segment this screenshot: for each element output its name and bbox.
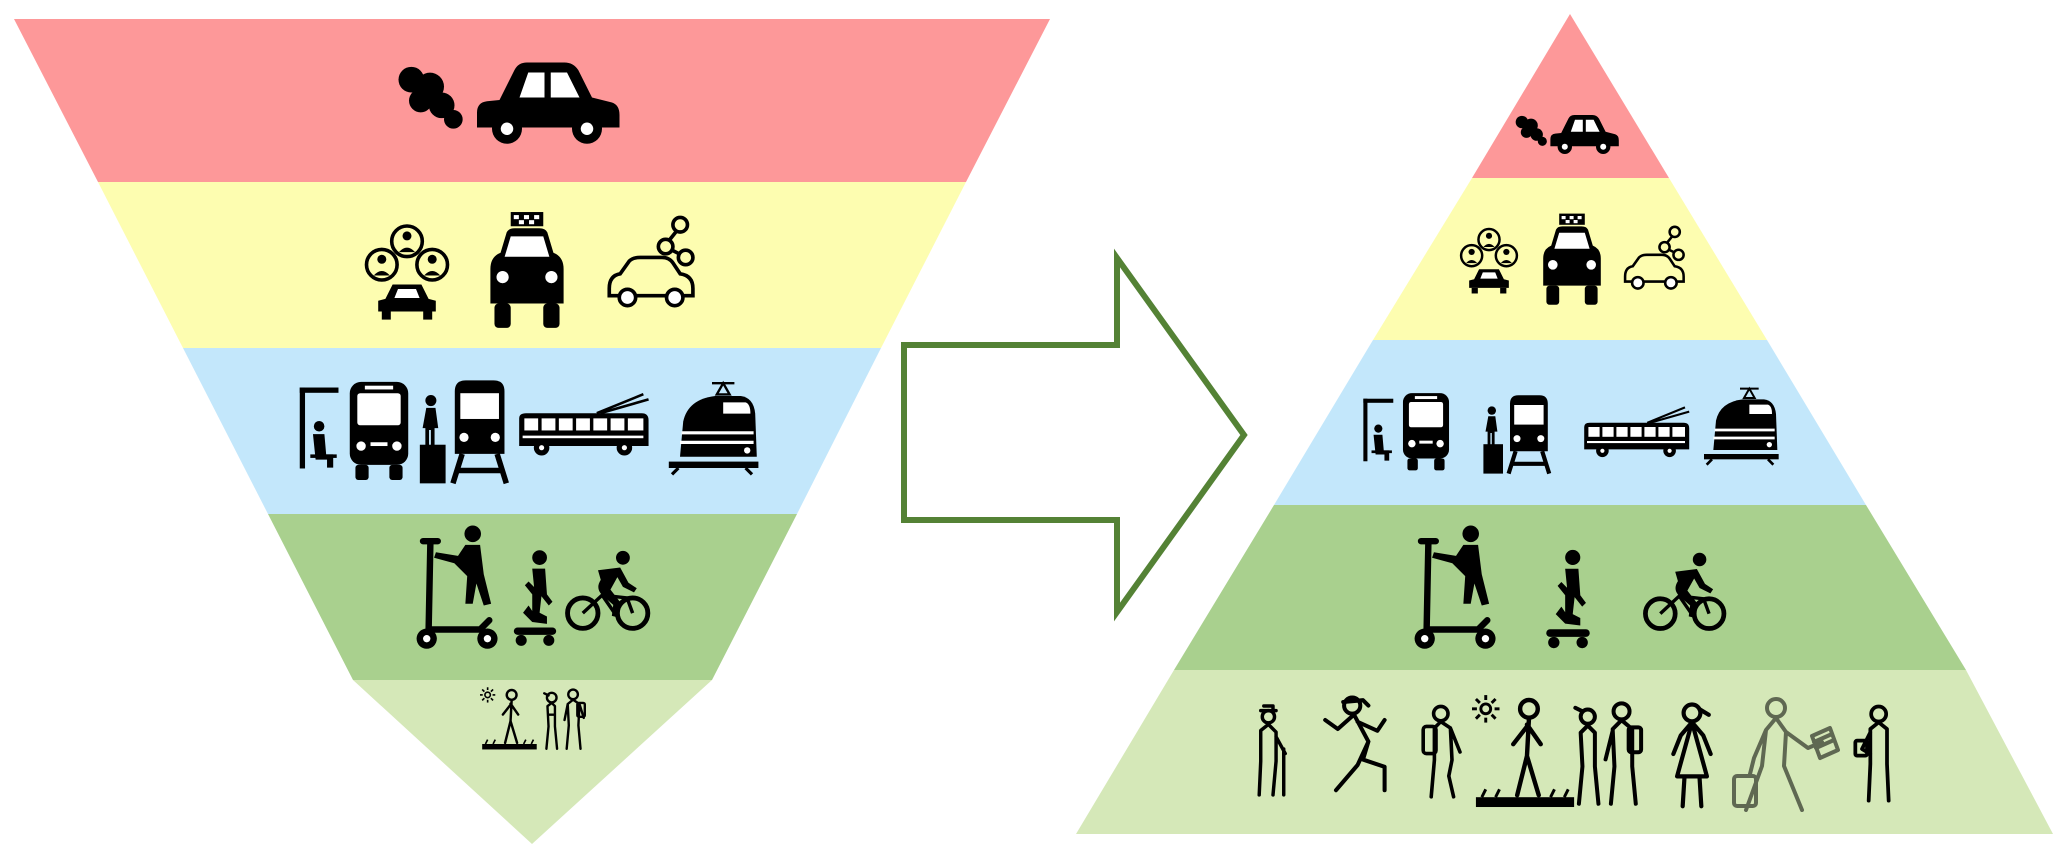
- metro-icon: [420, 380, 506, 483]
- band-micromobility: [1174, 505, 1966, 670]
- metro-icon: [1483, 395, 1549, 473]
- band-private-car: [14, 19, 1050, 182]
- target-mobility-pyramid: [1076, 14, 2053, 834]
- band-walking-fill: [1076, 670, 2053, 834]
- right-arrow-icon: [901, 248, 1248, 622]
- current-mobility-pyramid: [14, 19, 1050, 844]
- band-walking: [1076, 670, 2053, 834]
- band-public-transport: [1274, 340, 1866, 505]
- band-shared-mobility: [98, 182, 966, 348]
- band-walking-fill: [353, 680, 712, 844]
- band-private-car-fill: [1472, 14, 1669, 178]
- band-private-car: [1472, 14, 1669, 178]
- band-walking: [353, 680, 712, 844]
- band-public-transport: [183, 348, 881, 514]
- band-public-transport-fill: [1274, 340, 1866, 505]
- band-shared-mobility: [1373, 178, 1767, 340]
- band-micromobility: [268, 514, 797, 680]
- transition-arrow: [901, 248, 1248, 622]
